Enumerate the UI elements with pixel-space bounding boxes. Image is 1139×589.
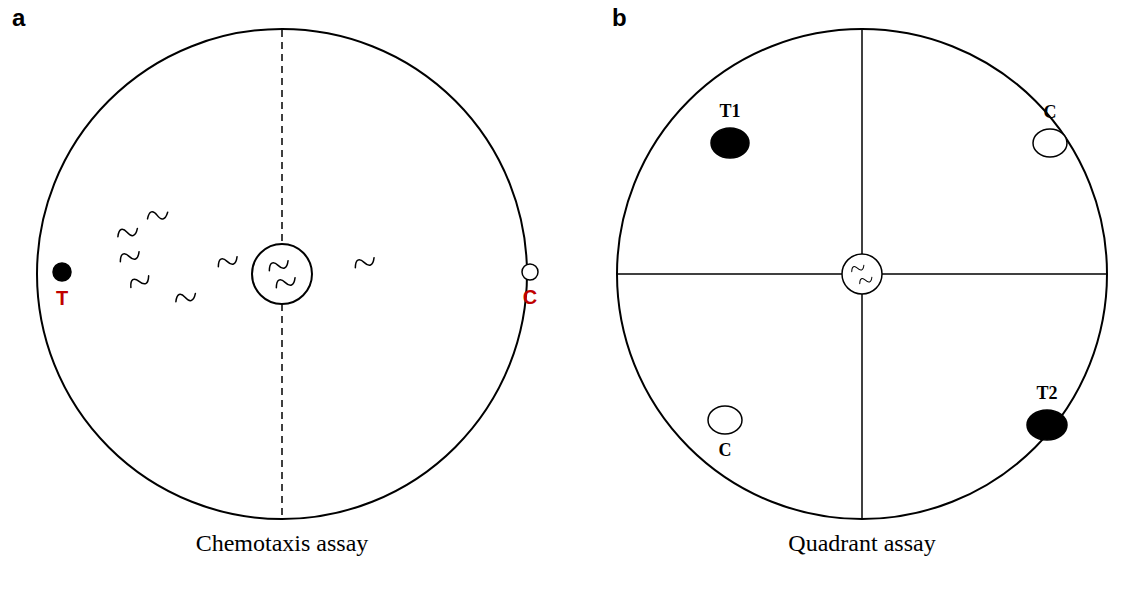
worm-origin-circle bbox=[842, 254, 882, 294]
worm-symbol bbox=[353, 255, 376, 271]
test-spot: T bbox=[52, 262, 72, 282]
panel-letter-holder: b bbox=[612, 4, 627, 32]
test-spot: T2 bbox=[1026, 409, 1068, 441]
node-outline bbox=[616, 28, 1108, 520]
worm-symbol bbox=[216, 254, 239, 270]
outline-shape bbox=[708, 406, 742, 434]
spot-label: C bbox=[1044, 102, 1057, 123]
spot-label: T2 bbox=[1036, 383, 1057, 404]
divider-line bbox=[281, 30, 283, 244]
worm-symbol bbox=[858, 275, 873, 285]
spot-label: C bbox=[523, 286, 537, 309]
node-outline bbox=[1026, 409, 1068, 441]
outline-shape bbox=[711, 128, 749, 158]
control-spot: C bbox=[521, 263, 539, 281]
worm-symbol bbox=[174, 290, 197, 304]
panel-caption: Quadrant assay bbox=[788, 530, 935, 558]
worm-symbol bbox=[274, 275, 297, 291]
control-spot: C bbox=[707, 405, 743, 435]
outline-shape bbox=[522, 264, 538, 280]
spot-label: T1 bbox=[719, 101, 740, 122]
outline-shape bbox=[1027, 410, 1067, 440]
quadrant-line bbox=[861, 29, 863, 254]
spot-label: C bbox=[719, 440, 732, 461]
outline-shape bbox=[53, 263, 71, 281]
node-outline bbox=[710, 127, 750, 159]
outline-shape bbox=[37, 29, 527, 519]
worm-symbol bbox=[128, 273, 151, 290]
node-outline bbox=[1032, 128, 1068, 158]
panel-letter: b bbox=[612, 4, 627, 32]
node-outline bbox=[36, 28, 528, 520]
control-spot: C bbox=[1032, 128, 1068, 158]
quadrant-line bbox=[882, 273, 1107, 275]
worm-symbol bbox=[116, 225, 139, 239]
test-spot: T1 bbox=[710, 127, 750, 159]
panel-letter-holder: a bbox=[12, 4, 25, 32]
node-outline bbox=[521, 263, 539, 281]
node-outline bbox=[707, 405, 743, 435]
worm-origin-circle bbox=[252, 244, 312, 304]
outline-shape bbox=[617, 29, 1107, 519]
petri-dish: T1CCT2Quadrant assay bbox=[616, 28, 1108, 520]
worm-symbol bbox=[850, 263, 865, 273]
quadrant-line bbox=[861, 294, 863, 519]
outline-shape bbox=[1033, 129, 1067, 157]
worm-symbol bbox=[118, 249, 141, 265]
spot-label: T bbox=[56, 287, 68, 310]
divider-line bbox=[281, 304, 283, 518]
worm-symbol bbox=[146, 209, 168, 222]
panel-caption: Chemotaxis assay bbox=[196, 530, 369, 558]
quadrant-line bbox=[617, 273, 842, 275]
node-outline bbox=[52, 262, 72, 282]
worm-symbol bbox=[267, 258, 290, 274]
petri-dish: TCChemotaxis assay bbox=[36, 28, 528, 520]
panel-letter: a bbox=[12, 4, 25, 32]
